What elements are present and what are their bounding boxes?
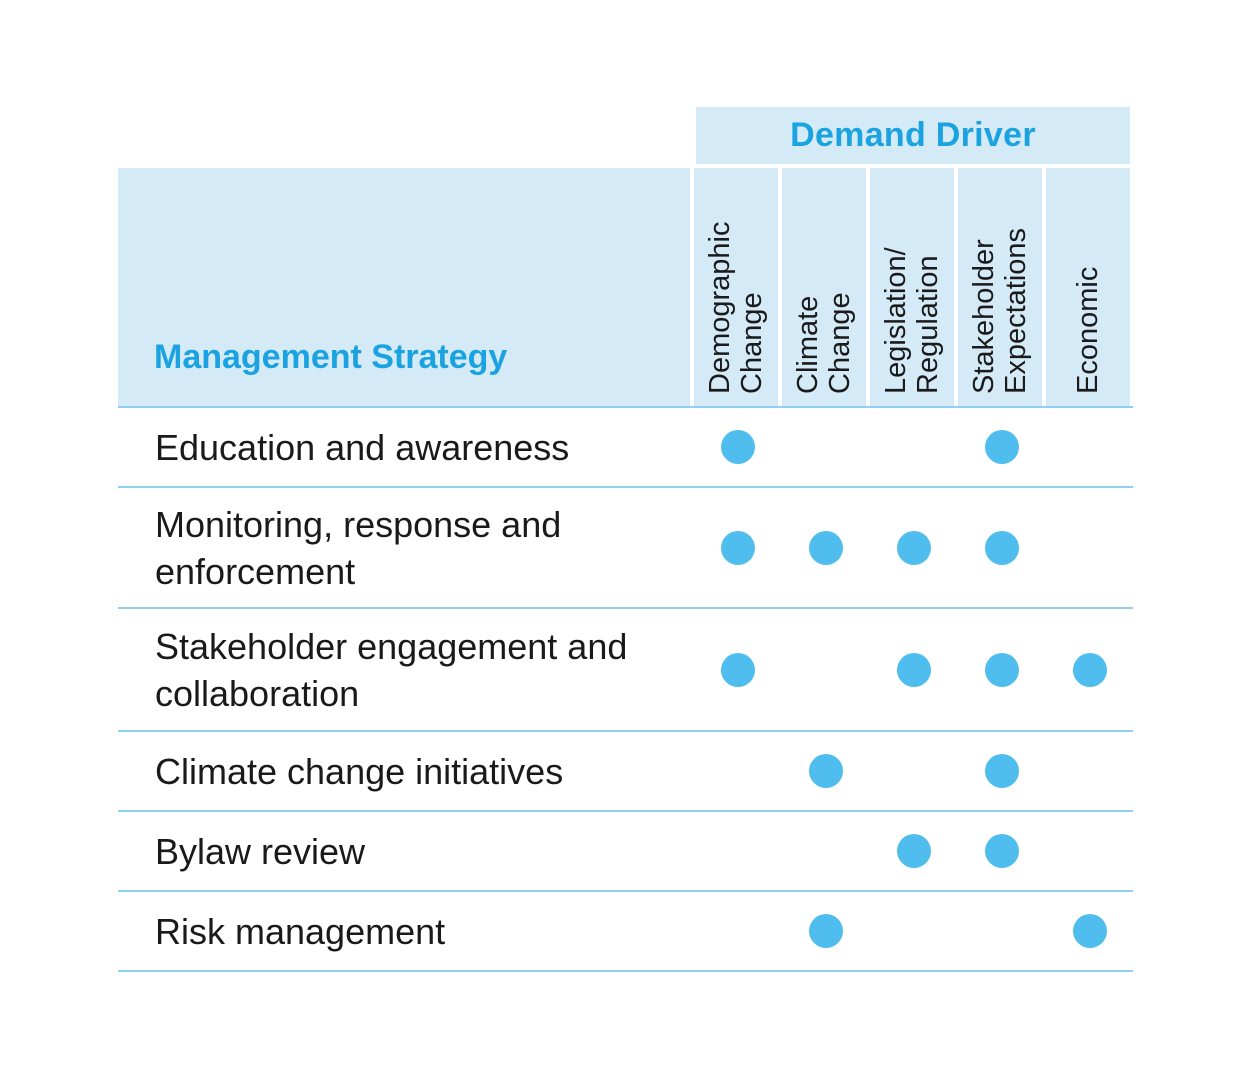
column-label-line: Regulation [912,255,944,394]
row-label: Education and awareness [155,408,675,486]
row-label-line: Monitoring, response and [155,503,562,545]
dot-marker-legislation [897,834,931,868]
column-label-line: Change [824,292,856,394]
row-divider [118,970,1133,972]
row-label-line: enforcement [155,550,356,592]
dot-marker-demographic [721,652,755,687]
row-label-line: Stakeholder engagement and [155,625,628,667]
dot-marker-legislation [897,652,931,687]
header-divider [118,406,1133,408]
dot-marker-stakeholder [985,652,1019,687]
column-header-legislation: Legislation/Regulation [870,168,954,406]
row-label-line: Bylaw review [155,830,366,872]
dot-marker-climate [809,754,843,788]
column-label-legislation: Legislation/Regulation [880,247,944,394]
row-label: Risk management [155,892,675,970]
row-label-line: collaboration [155,672,360,714]
demand-driver-title: Demand Driver [790,116,1036,154]
dot-marker-stakeholder [985,754,1019,788]
row-label: Monitoring, response and enforcement [155,488,675,607]
row-label-line: Climate change initiatives [155,750,564,792]
dot-marker-stakeholder [985,530,1019,565]
row-divider [118,890,1133,892]
row-divider [118,730,1133,732]
dot-marker-climate [809,914,843,948]
dot-marker-demographic [721,430,755,464]
dot-marker-demographic [721,530,755,565]
column-label-line: Change [736,292,768,394]
dot-marker-economic [1073,914,1107,948]
dot-marker-stakeholder [985,430,1019,464]
management-strategy-header: Management Strategy [118,168,690,406]
row-divider [118,486,1133,488]
demand-driver-header: Demand Driver [696,107,1130,164]
dot-marker-legislation [897,530,931,565]
column-label-line: Demographic [704,221,736,394]
row-label-line: Risk management [155,910,446,952]
column-label-line: Economic [1072,266,1104,394]
row-divider [118,810,1133,812]
row-label: Stakeholder engagement and collaboration [155,609,675,730]
column-label-line: Legislation/ [880,247,912,394]
management-strategy-title: Management Strategy [154,338,508,376]
column-label-economic: Economic [1072,267,1104,394]
row-label-line: Education and awareness [155,426,570,468]
dot-marker-climate [809,530,843,565]
dot-marker-economic [1073,652,1107,687]
column-label-line: Climate [792,295,824,394]
row-divider [118,607,1133,609]
row-label: Bylaw review [155,812,675,890]
row-label: Climate change initiatives [155,732,675,810]
column-header-economic: Economic [1046,168,1130,406]
column-label-line: Stakeholder [968,239,1000,394]
column-label-line: Expectations [1000,227,1032,394]
dot-marker-stakeholder [985,834,1019,868]
